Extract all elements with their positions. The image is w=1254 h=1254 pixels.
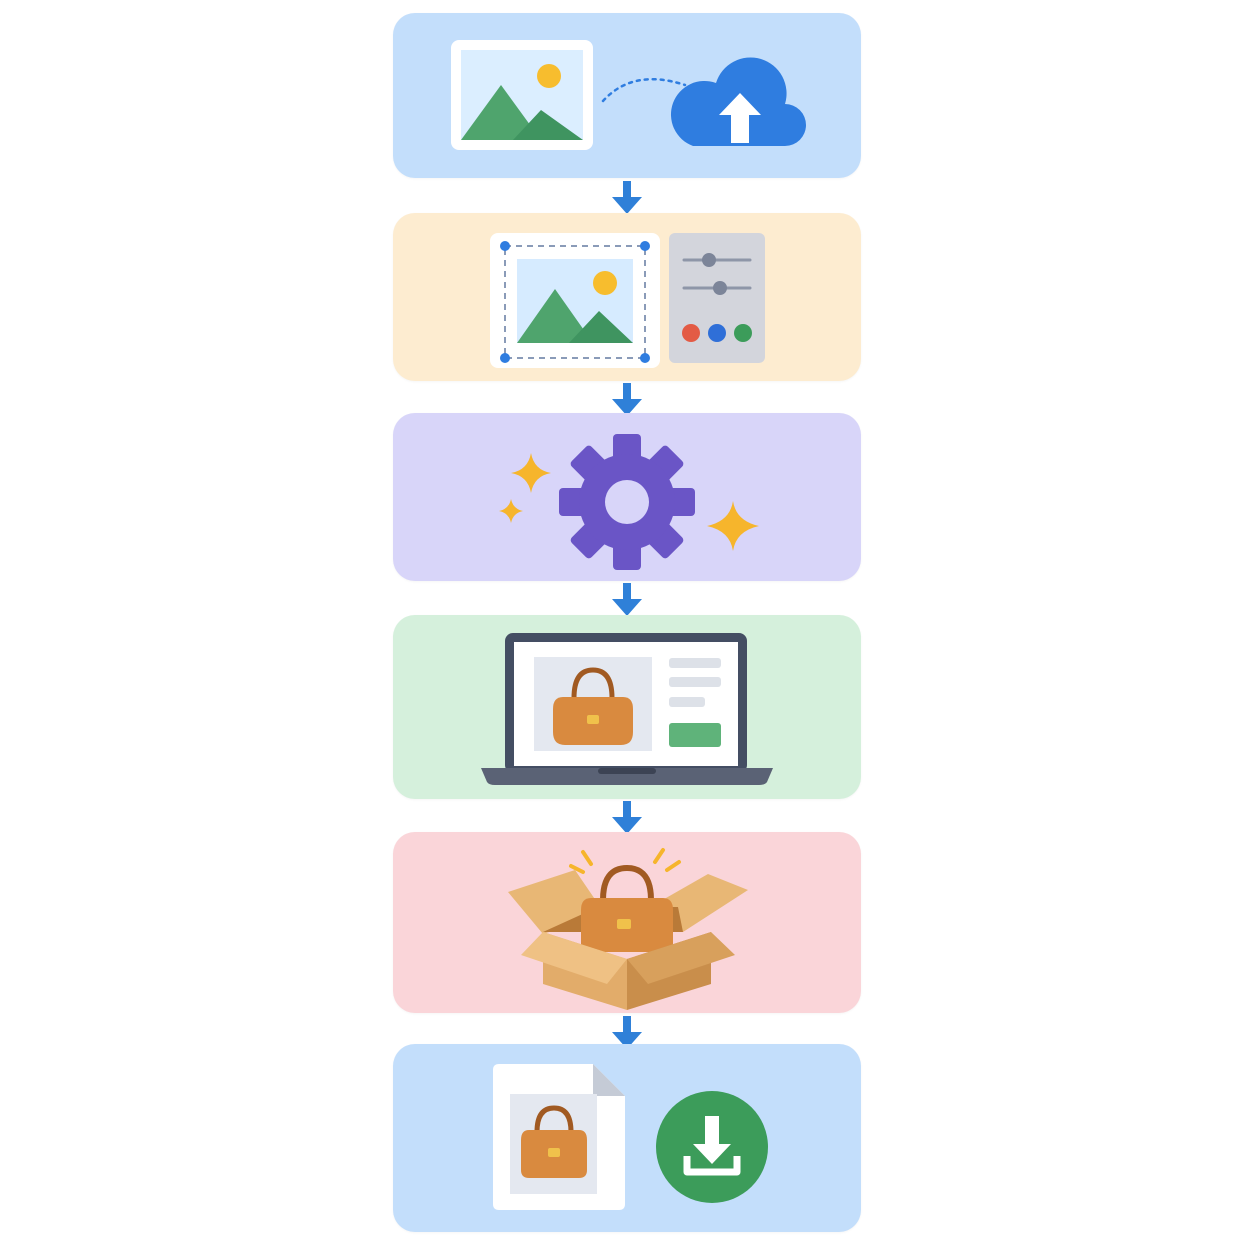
download-illustration (493, 1064, 768, 1210)
step-package (393, 832, 861, 1013)
package-illustration (508, 848, 748, 1010)
edit-illustration (490, 233, 765, 368)
shine-lines (569, 848, 681, 874)
arrow-down-icon (612, 181, 642, 214)
preview-illustration (481, 633, 773, 785)
step-preview (393, 615, 861, 799)
step-process (393, 413, 861, 581)
gear-icon (559, 434, 695, 570)
step-edit (393, 213, 861, 381)
image-selection-icon (490, 233, 660, 368)
handbag-icon (521, 1105, 587, 1178)
arrow-down-icon (612, 1016, 642, 1049)
sparkle-icon (511, 453, 551, 493)
adjustment-panel-icon (669, 233, 765, 363)
handbag-icon (553, 667, 633, 745)
process-illustration (499, 434, 759, 570)
download-icon (656, 1091, 768, 1203)
handbag-icon (581, 864, 673, 952)
upload-illustration (451, 40, 806, 150)
open-box-icon (521, 932, 735, 1010)
cloud-upload-icon (670, 57, 806, 146)
sparkle-icon (499, 499, 523, 523)
image-icon (451, 40, 593, 150)
arrow-down-icon (612, 583, 642, 616)
dotted-path (601, 78, 687, 103)
step-upload (393, 13, 861, 178)
arrow-down-icon (612, 801, 642, 834)
step-download (393, 1044, 861, 1232)
arrow-down-icon (612, 383, 642, 416)
sparkle-icon (707, 501, 759, 551)
